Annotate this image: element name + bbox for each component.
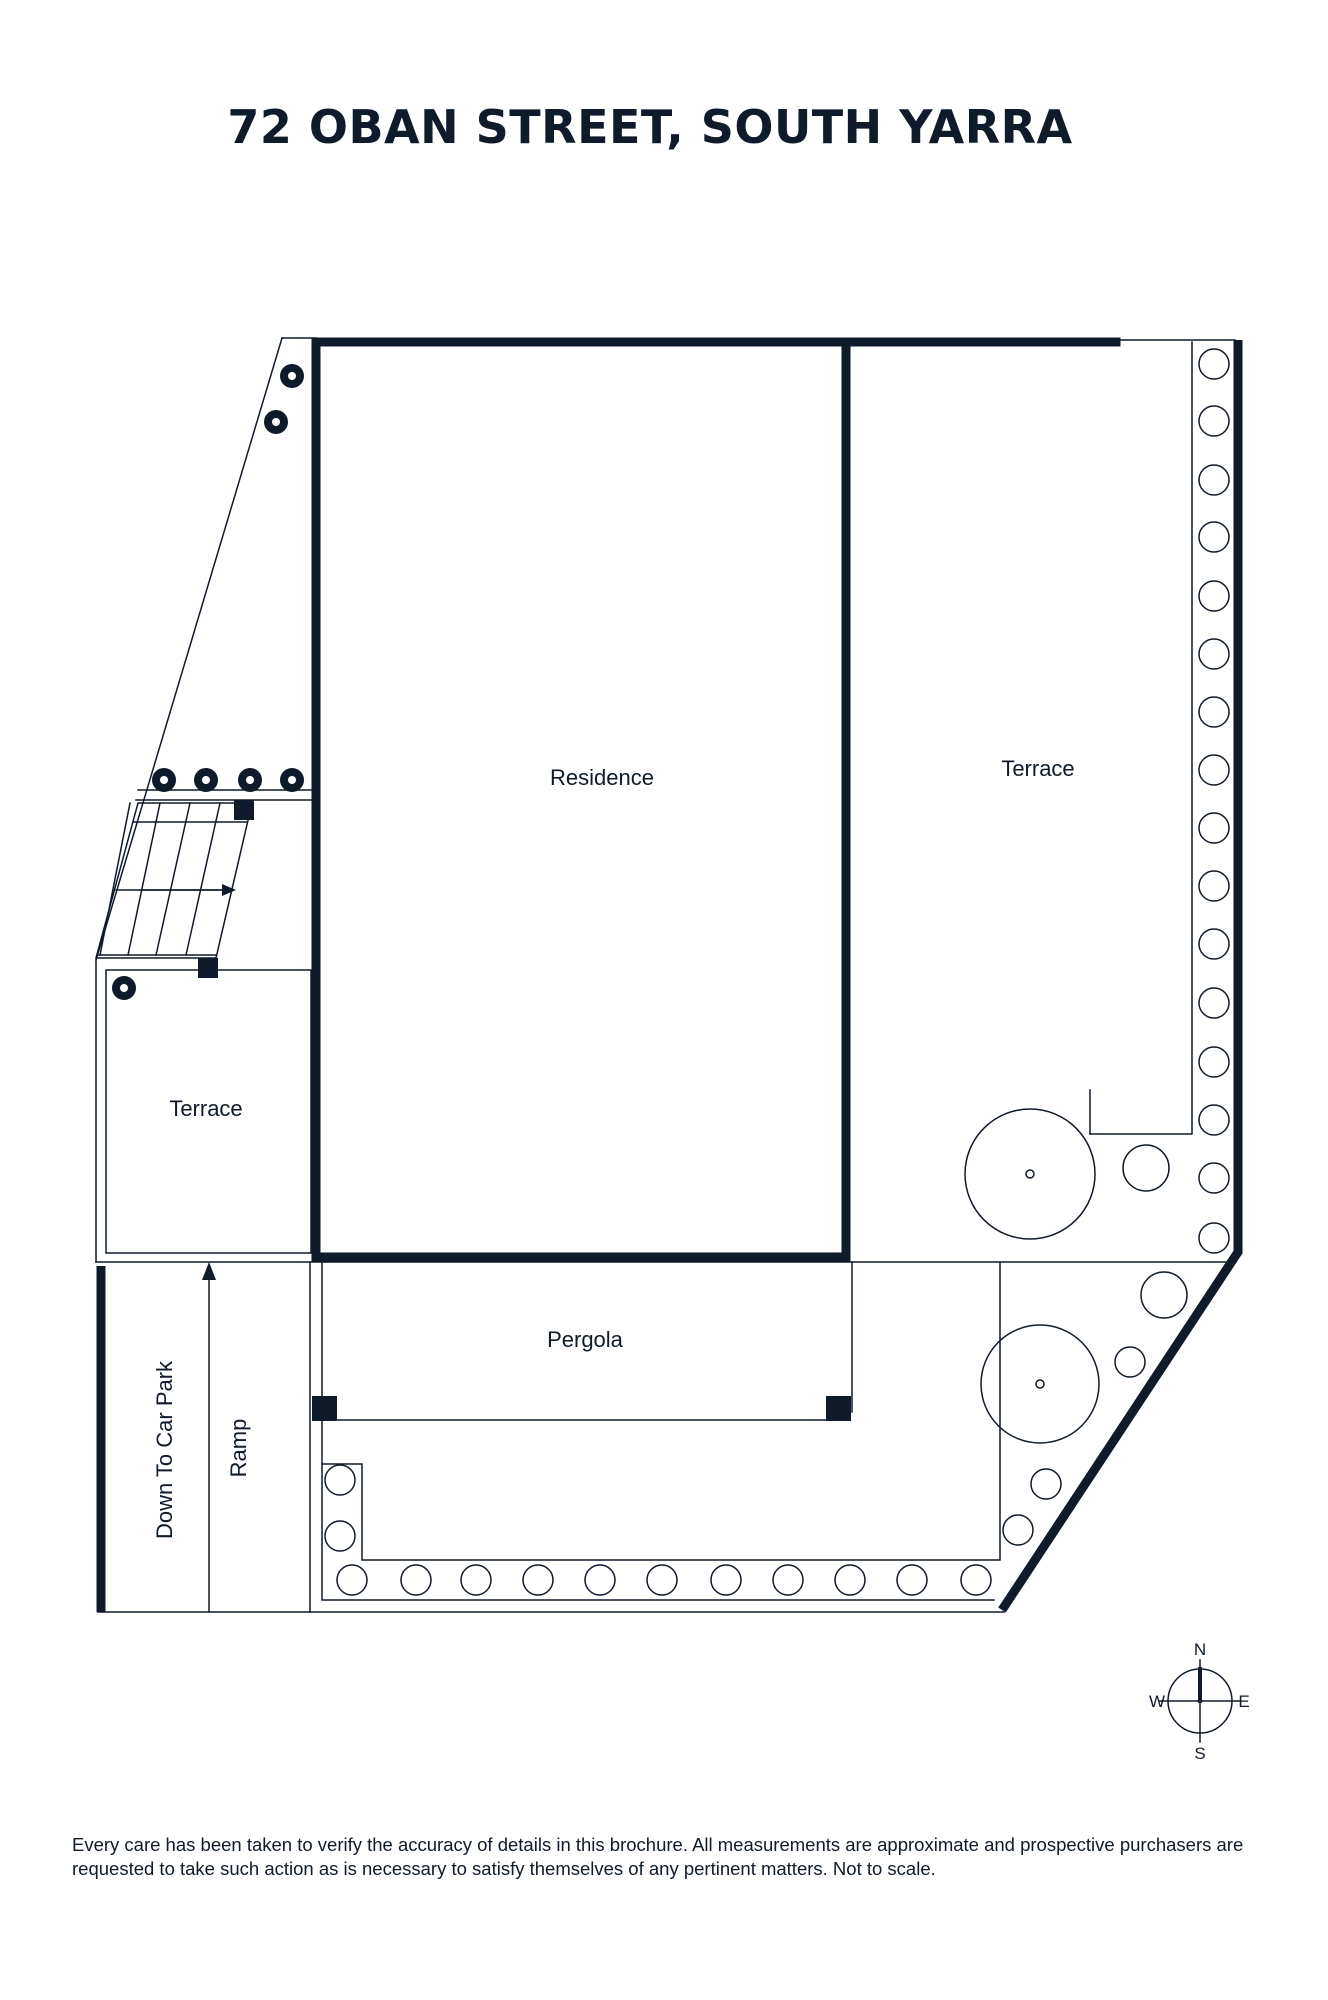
- page-title: 72 OBAN STREET, SOUTH YARRA: [227, 100, 1073, 154]
- compass-w: W: [1149, 1692, 1165, 1711]
- compass-e: E: [1238, 1692, 1249, 1711]
- compass-n: N: [1194, 1640, 1206, 1659]
- terrace-west-label: Terrace: [169, 1096, 242, 1121]
- disclaimer-text: Every care has been taken to verify the …: [72, 1834, 1244, 1879]
- residence-walls: [311, 337, 851, 1262]
- east-boundary-wall: [998, 340, 1243, 1613]
- pergola-label: Pergola: [547, 1327, 624, 1352]
- ramp-label: Ramp: [226, 1419, 251, 1478]
- compass-icon: [1159, 1659, 1241, 1743]
- down-to-car-park-label: Down To Car Park: [152, 1360, 177, 1539]
- terrace-east-label: Terrace: [1001, 756, 1074, 781]
- compass-s: S: [1194, 1744, 1205, 1763]
- residence-label: Residence: [550, 765, 654, 790]
